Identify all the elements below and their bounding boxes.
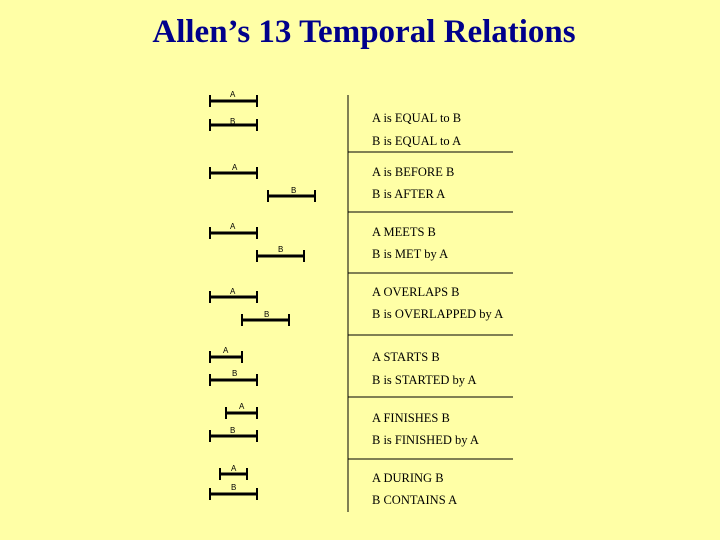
finishes-interval-b [209, 430, 258, 442]
starts-label-b: B [232, 369, 238, 378]
meets-line2: B is MET by A [372, 247, 449, 261]
overlaps-interval-b [241, 314, 290, 326]
finishes-label-a: A [239, 402, 245, 411]
finishes-line2: B is FINISHED by A [372, 433, 479, 447]
starts-line1: A STARTS B [372, 350, 440, 364]
overlaps-interval-a [209, 291, 258, 303]
before-interval-a [209, 167, 258, 179]
finishes-label-b: B [230, 426, 236, 435]
equal-label-b: B [230, 117, 236, 126]
finishes-interval-a [225, 407, 258, 419]
before-label-b: B [291, 186, 297, 195]
starts-label-a: A [223, 346, 229, 355]
during-line2: B CONTAINS A [372, 493, 458, 507]
during-line1: A DURING B [372, 471, 444, 485]
meets-label-a: A [230, 222, 236, 231]
overlaps-line1: A OVERLAPS B [372, 285, 460, 299]
page-title: Allen’s 13 Temporal Relations [152, 14, 576, 50]
equal-interval-b [209, 119, 258, 131]
meets-interval-b [256, 250, 305, 262]
starts-interval-a [209, 351, 243, 363]
equal-line2: B is EQUAL to A [372, 134, 462, 148]
before-line2: B is AFTER A [372, 187, 446, 201]
starts-line2: B is STARTED by A [372, 373, 477, 387]
before-label-a: A [232, 163, 238, 172]
overlaps-line2: B is OVERLAPPED by A [372, 307, 504, 321]
before-line1: A is BEFORE B [372, 165, 455, 179]
during-label-b: B [231, 483, 237, 492]
starts-interval-b [209, 374, 258, 386]
equal-interval-a [209, 95, 258, 107]
meets-label-b: B [278, 245, 284, 254]
overlaps-label-a: A [230, 287, 236, 296]
overlaps-label-b: B [264, 310, 270, 319]
during-label-a: A [231, 464, 237, 473]
finishes-line1: A FINISHES B [372, 411, 450, 425]
meets-line1: A MEETS B [372, 225, 436, 239]
equal-label-a: A [230, 90, 236, 99]
equal-line1: A is EQUAL to B [372, 111, 462, 125]
before-interval-b [267, 190, 316, 202]
meets-interval-a [209, 227, 258, 239]
during-interval-b [209, 488, 258, 500]
during-interval-a [219, 468, 248, 480]
